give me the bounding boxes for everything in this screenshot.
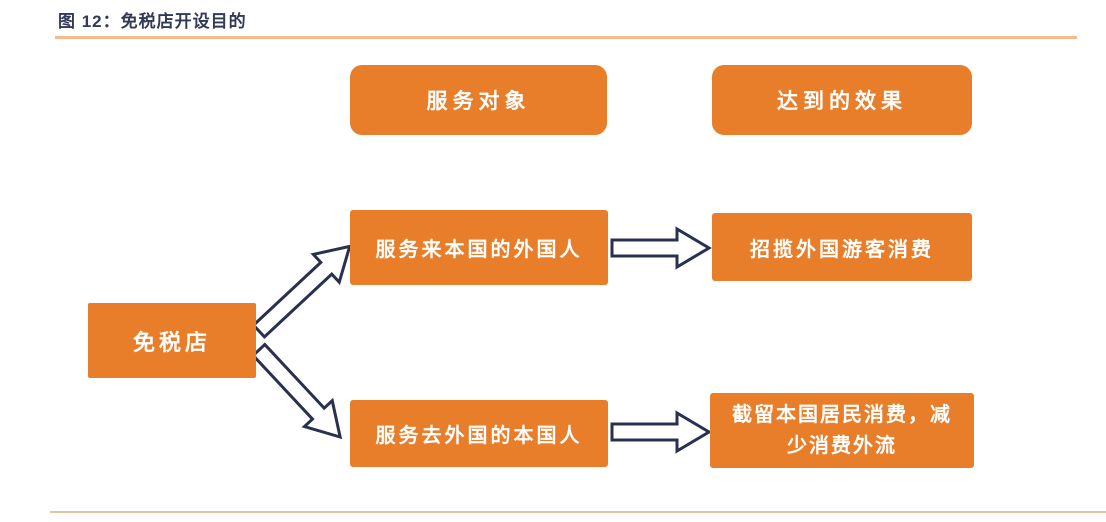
arrow-service-foreigners-to-effect-icon (610, 226, 712, 270)
header-achieved-effect: 达到的效果 (712, 65, 972, 135)
figure-title: 图 12：免税店开设目的 (58, 12, 247, 31)
node-duty-free-shop: 免税店 (88, 303, 256, 378)
node-attract-foreign-tourist-spending: 招揽外国游客消费 (712, 213, 972, 281)
node-serve-outbound-nationals: 服务去外国的本国人 (350, 400, 608, 467)
node-retain-domestic-consumption: 截留本国居民消费，减 少消费外流 (710, 393, 974, 468)
header-service-target: 服务对象 (350, 65, 607, 135)
title-underline (55, 36, 1077, 39)
bottom-border-line (50, 511, 1106, 513)
arrow-root-to-service-nationals-icon (251, 342, 343, 440)
arrow-root-to-service-foreigners-icon (251, 244, 352, 339)
node-serve-incoming-foreigners: 服务来本国的外国人 (350, 210, 608, 285)
arrow-service-nationals-to-effect-icon (610, 410, 712, 454)
